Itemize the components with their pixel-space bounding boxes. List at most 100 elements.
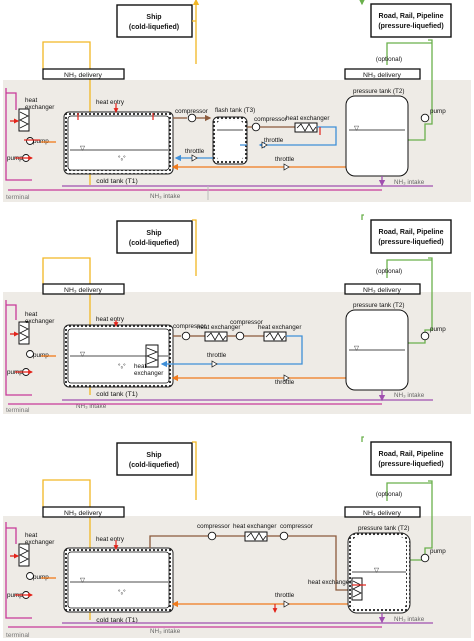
throttle-2-label: throttle	[185, 148, 205, 155]
nh3-intake-right: NH₃ intake	[394, 616, 425, 623]
svg-text:▽: ▽	[354, 345, 359, 352]
road-title: Road, Rail, Pipeline	[379, 229, 444, 236]
compressor-1	[187, 113, 197, 123]
svg-text:▽: ▽	[374, 567, 379, 574]
green-delivery-line	[428, 480, 433, 516]
road-box	[370, 441, 452, 476]
svg-text:▽: ▽	[80, 145, 85, 152]
panel-2-internal-hx-config: Ship (cold-liquefied) Road, Rail, Pipeli…	[3, 214, 471, 414]
nh3-delivery-bar-left	[42, 283, 125, 295]
road-subtitle: (pressure-liquefied)	[378, 461, 443, 468]
ship-title: Ship	[146, 14, 161, 21]
right-pump	[420, 553, 430, 563]
brown-vapor-line	[149, 535, 208, 548]
green-delivery-line	[428, 39, 433, 80]
green-pump-line	[408, 80, 433, 141]
nh3-delivery-bar-right	[344, 506, 421, 518]
throttle-1-label: throttle	[264, 137, 284, 144]
left-pump-1	[26, 137, 34, 145]
left-hx-label-1: heat	[25, 532, 38, 539]
compressor-1-label: compressor	[175, 108, 208, 115]
optional-label: (optional)	[376, 268, 402, 275]
ship-subtitle: (cold-liquefied)	[129, 24, 179, 31]
nh3-intake-left: NH₃ intake	[150, 628, 181, 635]
green-optional-line	[386, 42, 432, 65]
left-hx-label-2: exchanger	[25, 539, 54, 546]
heat-exchanger-1-label: heat exchanger	[233, 523, 276, 530]
compressor-2-label: compressor	[254, 116, 287, 123]
compressor-2-label: compressor	[280, 523, 313, 530]
compressor-1-label: compressor	[173, 323, 206, 330]
tank-hx-label: heat exchanger	[308, 579, 351, 586]
right-pump-label: pump	[430, 548, 446, 555]
throttle-2-label: throttle	[275, 379, 295, 386]
green-optional-line	[386, 482, 432, 501]
road-subtitle: (pressure-liquefied)	[378, 239, 443, 246]
cold-tank-label: cold tank (T1)	[96, 617, 138, 624]
compressor-1	[207, 531, 217, 541]
blue-liquid-line	[160, 335, 303, 368]
nh3-delivery-label-right: NH₃ delivery	[363, 510, 401, 517]
green-pump-line	[410, 516, 433, 561]
flash-tank-label: flash tank (T3)	[215, 107, 255, 114]
svg-text:▽: ▽	[80, 577, 85, 584]
cold-tank-label: cold tank (T1)	[96, 391, 138, 398]
magenta-loop-line	[5, 300, 32, 396]
pressure-tank-label: pressure tank (T2)	[353, 302, 404, 309]
internal-hx-label-2: exchanger	[134, 370, 163, 377]
svg-text:°₀°: °₀°	[118, 362, 126, 370]
left-hx-label-1: heat	[25, 311, 38, 318]
internal-hx-label-1: heat	[134, 363, 147, 370]
optional-label: (optional)	[376, 491, 402, 498]
left-hx-label-2: exchanger	[25, 104, 54, 111]
pressure-tank-label: pressure tank (T2)	[358, 525, 409, 532]
compressor-1	[181, 331, 191, 341]
heat-entry-label: heat entry	[96, 316, 125, 323]
ship-box	[116, 220, 193, 254]
right-pump	[420, 113, 430, 123]
green-pump-line	[408, 292, 433, 344]
svg-text:°₀°: °₀°	[118, 588, 126, 596]
heat-exchanger-2-label: heat exchanger	[258, 324, 301, 331]
blue-liquid-line	[258, 126, 337, 149]
road-title: Road, Rail, Pipeline	[379, 13, 444, 20]
green-optional-line	[386, 259, 432, 278]
compressor-2	[279, 531, 289, 541]
optional-label: (optional)	[376, 56, 402, 63]
heat-entry-label: heat entry	[96, 99, 125, 106]
panel-3-pressure-tank-hx-config: Ship (cold-liquefied) Road, Rail, Pipeli…	[3, 436, 471, 639]
terminal-label: terminal	[6, 632, 30, 639]
nh3-delivery-label-left: NH₃ delivery	[64, 287, 102, 294]
left-hx-label-1: heat	[25, 97, 38, 104]
ship-title: Ship	[146, 452, 161, 459]
throttle-1-label: throttle	[207, 352, 227, 359]
nh3-delivery-label-left: NH₃ delivery	[64, 510, 102, 517]
nh3-intake-right: NH₃ intake	[394, 392, 425, 399]
throttle-1-label: throttle	[275, 592, 295, 599]
terminal-label: terminal	[6, 407, 30, 414]
compressor-2	[235, 331, 245, 341]
ship-box	[116, 442, 193, 476]
right-pump	[420, 331, 430, 341]
ship-box	[116, 4, 193, 38]
nh3-intake-left: NH₃ intake	[76, 403, 107, 410]
left-pump-1	[26, 572, 34, 580]
ship-title: Ship	[146, 230, 161, 237]
svg-text:▽: ▽	[80, 351, 85, 358]
panel-1-flash-tank-config: Ship (cold-liquefied) Road, Rail, Pipeli…	[3, 0, 471, 202]
ship-subtitle: (cold-liquefied)	[129, 240, 179, 247]
road-subtitle: (pressure-liquefied)	[378, 23, 443, 30]
compressor-2	[251, 122, 261, 132]
left-pump-1	[26, 350, 34, 358]
nh3-intake-left: NH₃ intake	[150, 193, 181, 200]
green-delivery-line	[428, 257, 433, 292]
magenta-loop-line	[5, 88, 32, 181]
heat-exchanger-1-label: heat exchanger	[286, 115, 329, 122]
throttle-3-label: throttle	[275, 156, 295, 163]
nh3-intake-right: NH₃ intake	[394, 179, 425, 186]
nh3-delivery-bar-left	[42, 68, 125, 80]
terminal-label: terminal	[6, 194, 30, 201]
nh3-delivery-bar-right	[344, 283, 421, 295]
nh3-delivery-label-right: NH₃ delivery	[363, 287, 401, 294]
ship-subtitle: (cold-liquefied)	[129, 462, 179, 469]
